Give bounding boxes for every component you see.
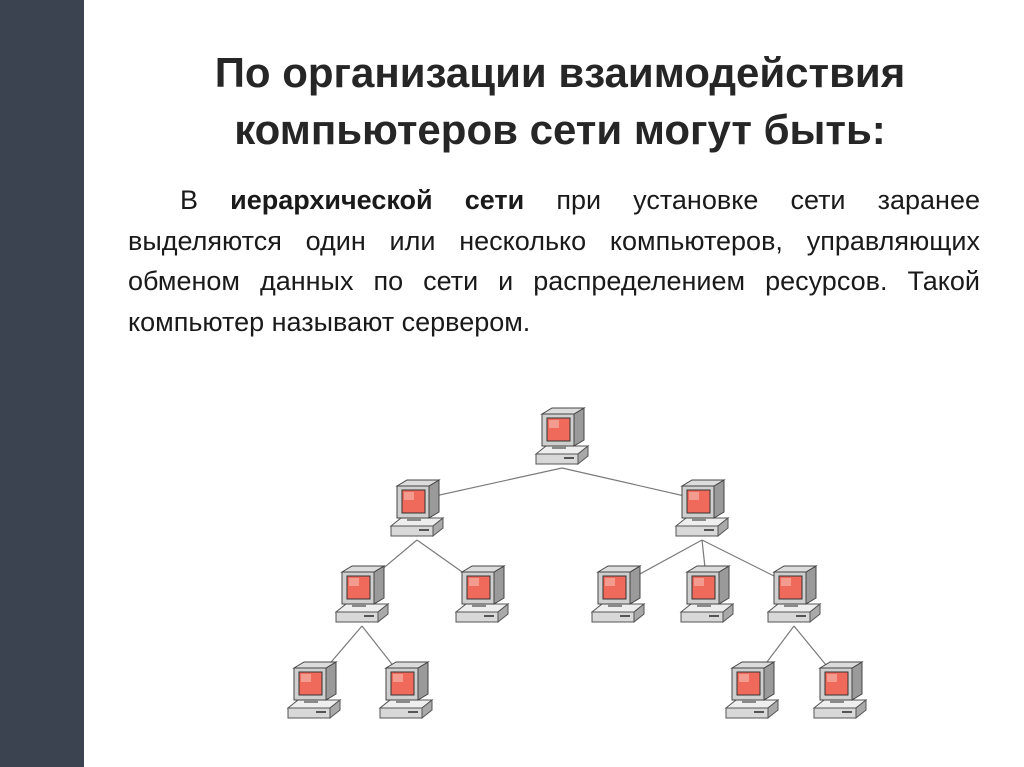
computer-icon (378, 661, 434, 720)
paragraph-emphasis: иерархической сети (230, 185, 525, 215)
paragraph-prefix: В (180, 185, 231, 215)
computer-icon (724, 661, 780, 720)
paragraph-rest: при установке сети заранее выделяются од… (128, 185, 980, 337)
slide-paragraph: В иерархической сети при установке сети … (128, 180, 980, 342)
computer-icon (334, 565, 390, 624)
computer-icon (286, 661, 342, 720)
slide-sidebar (0, 0, 84, 767)
slide-title: По организации взаимодействия компьютеро… (120, 44, 1000, 158)
title-line-1: По организации взаимодействия (214, 49, 906, 96)
computer-icon (679, 565, 735, 624)
computer-icon (766, 565, 822, 624)
title-line-2: компьютеров сети могут быть: (234, 106, 886, 153)
computer-icon (534, 407, 590, 466)
computer-icon (454, 565, 510, 624)
computer-icon (812, 661, 868, 720)
computer-icon (590, 565, 646, 624)
computer-icon (389, 479, 445, 538)
hierarchical-network-diagram (286, 407, 868, 720)
network-link (416, 467, 563, 501)
computer-icon (674, 479, 730, 538)
network-link (561, 467, 703, 501)
